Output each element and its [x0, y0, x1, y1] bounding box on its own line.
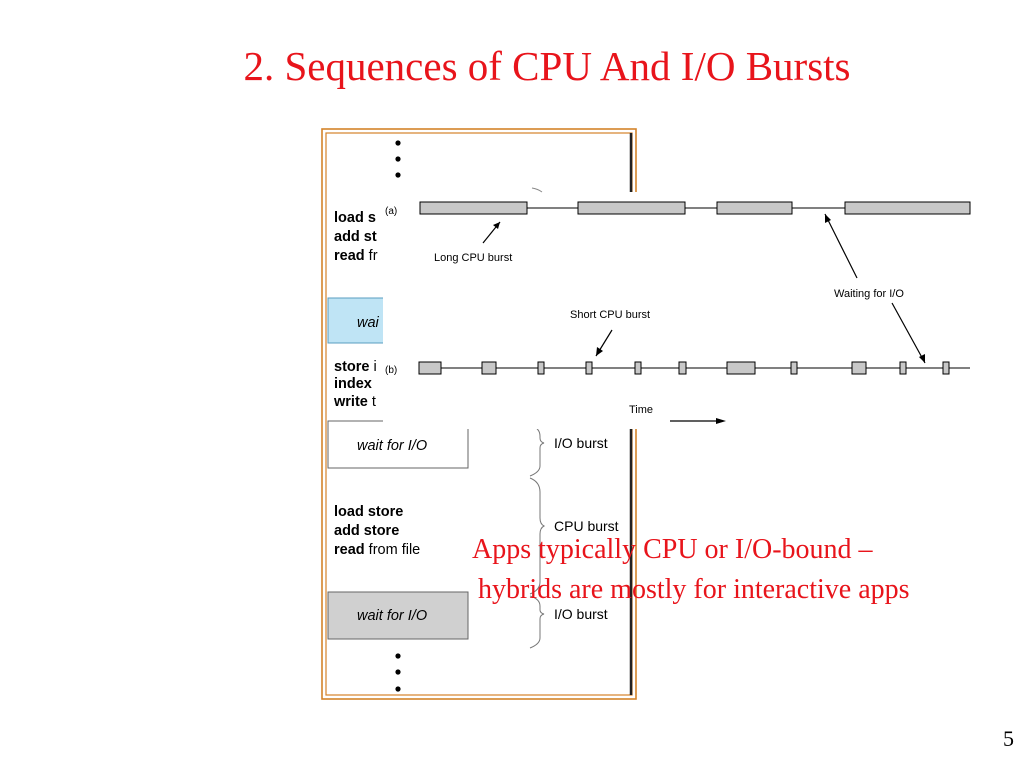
waiting-arrowhead-up [825, 214, 831, 223]
code-line: store i [334, 359, 377, 375]
short-cpu-arrowhead [596, 347, 603, 356]
cpu-burst-bar [481, 361, 497, 375]
cpu-burst-bar [899, 361, 907, 375]
brace-label: I/O burst [554, 435, 608, 451]
code-line: index [334, 376, 372, 392]
code-line: read from file [334, 542, 420, 558]
slide-title: 2. Sequences of CPU And I/O Bursts [243, 43, 851, 89]
short-cpu-label: Short CPU burst [570, 309, 650, 321]
code-line: add store [334, 523, 399, 539]
waiting-arrow-up [824, 213, 858, 279]
row-label-a: (a) [385, 206, 397, 217]
ellipsis-dot [395, 686, 401, 692]
long-cpu-label: Long CPU burst [434, 252, 512, 264]
brace [529, 595, 545, 649]
row-b-bursts [418, 361, 950, 375]
ellipsis-dot [395, 669, 401, 675]
ellipsis-dot [395, 172, 401, 178]
timeline-panel-edge [531, 187, 543, 193]
timeline-panel [383, 192, 983, 429]
ellipsis-dot [395, 140, 401, 146]
cpu-burst-bar [537, 361, 545, 375]
cpu-burst-bar [942, 361, 950, 375]
wait-box-label: wai [357, 315, 380, 331]
waiting-arrowhead-down [919, 354, 925, 363]
wait-box-label: wait for I/O [357, 438, 427, 454]
cpu-burst-bar [418, 361, 442, 375]
brace-label: CPU burst [554, 518, 619, 534]
ellipsis-dot [395, 653, 401, 659]
cpu-burst-bar [790, 361, 798, 375]
cpu-burst-bar [726, 361, 756, 375]
brace-label: I/O burst [554, 606, 608, 622]
brace [529, 424, 545, 477]
code-line: write t [333, 394, 376, 410]
cpu-burst-bar [851, 361, 867, 375]
long-cpu-arrowhead [493, 222, 500, 229]
row-label-b: (b) [385, 365, 397, 376]
cpu-burst-bar [585, 361, 593, 375]
wait-box-label: wait for I/O [357, 608, 427, 624]
page-number: 5 [1003, 726, 1014, 751]
code-line: load store [334, 504, 403, 520]
code-line: read fr [334, 248, 378, 264]
waiting-label: Waiting for I/O [834, 288, 904, 300]
time-label: Time [629, 404, 653, 416]
brace [529, 477, 546, 595]
cpu-burst-bar [844, 201, 971, 215]
code-line: load s [334, 210, 376, 226]
caption-line-1: Apps typically CPU or I/O-bound – [472, 534, 873, 565]
cpu-burst-bar [678, 361, 687, 375]
code-line: add st [334, 229, 377, 245]
cpu-burst-bar [419, 201, 528, 215]
waiting-arrow-down [891, 302, 926, 364]
time-arrowhead [716, 418, 726, 424]
ellipsis-dot [395, 156, 401, 162]
cpu-burst-bar [634, 361, 642, 375]
row-a-bursts [419, 201, 971, 215]
wait-box [327, 591, 469, 640]
cpu-burst-bar [716, 201, 793, 215]
caption-line-2: hybrids are mostly for interactive apps [478, 574, 910, 605]
cpu-burst-bar [577, 201, 686, 215]
